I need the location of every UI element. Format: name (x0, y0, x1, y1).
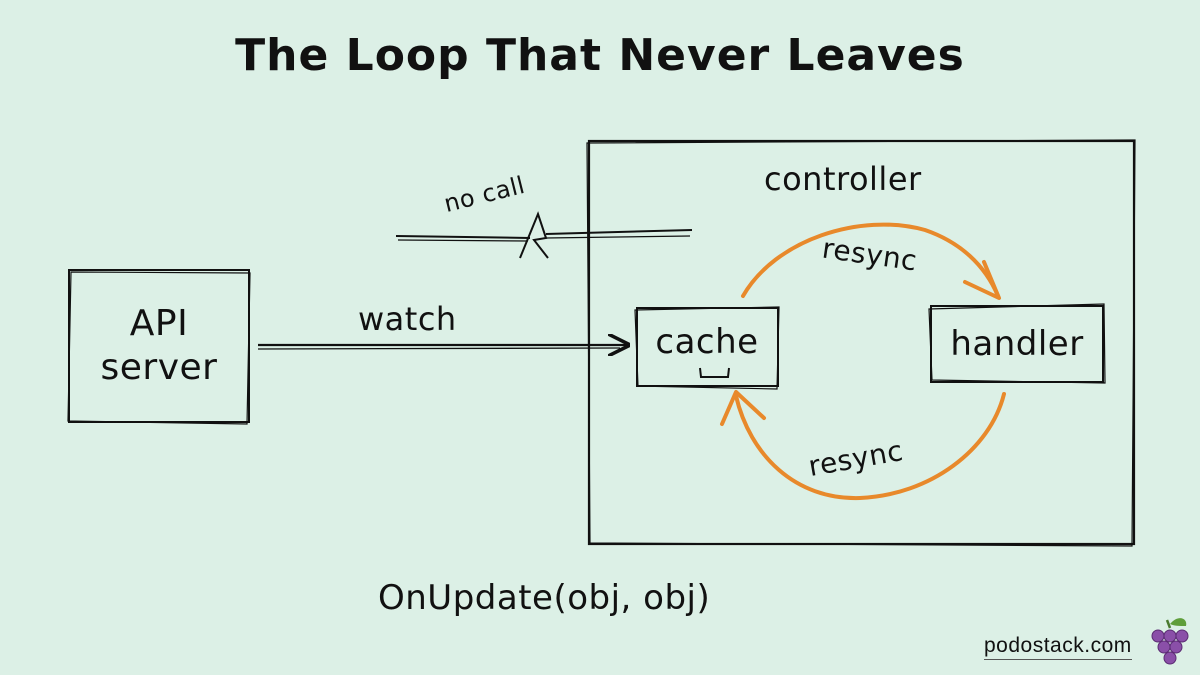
cache-underline-mark (699, 367, 730, 378)
resync-top-arrow (741, 222, 1001, 300)
handler-label: handler (950, 324, 1084, 364)
diagram-title: The Loop That Never Leaves (235, 30, 965, 81)
onupdate-caption: OnUpdate(obj, obj) (378, 578, 711, 618)
controller-box (586, 139, 1136, 547)
api-server-box (67, 269, 251, 425)
no-call-broken-line (395, 211, 693, 259)
brand-link[interactable]: podostack.com (984, 634, 1132, 660)
api-server-label: API server (100, 303, 218, 388)
cache-box (634, 306, 780, 390)
handler-box (928, 303, 1106, 384)
cache-label: cache (655, 322, 759, 362)
watch-arrow (257, 345, 628, 349)
controller-label: controller (764, 160, 922, 198)
resync-bottom-arrow (720, 390, 1006, 501)
watch-label: watch (358, 300, 457, 338)
grapes-icon (1151, 618, 1189, 665)
